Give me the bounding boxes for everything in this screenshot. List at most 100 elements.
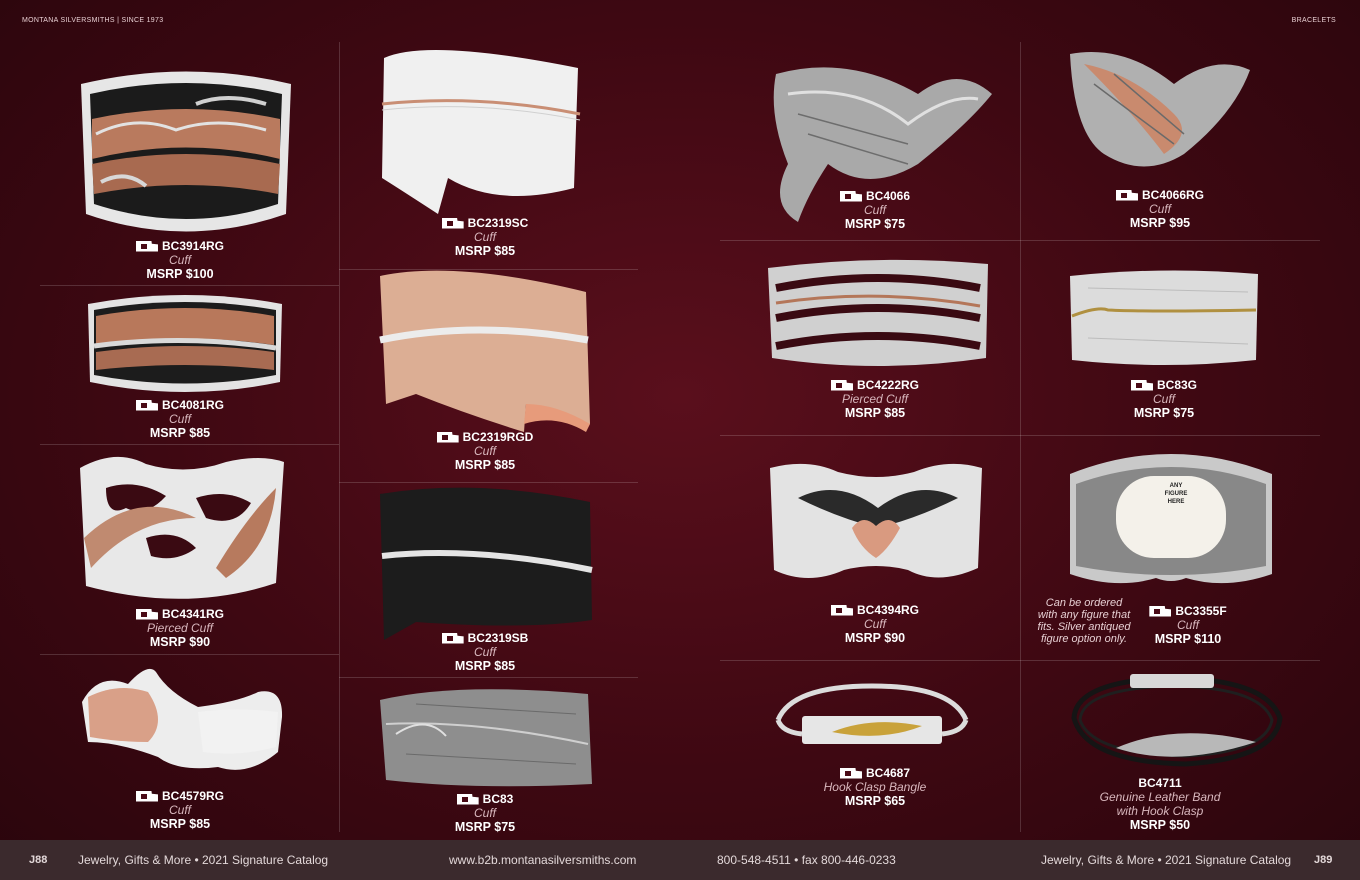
bracelet-image <box>376 480 594 642</box>
product-sku: BC2319SC <box>467 216 529 230</box>
montana-icon <box>441 217 464 229</box>
montana-icon <box>830 604 853 616</box>
product-type: Cuff <box>1176 618 1199 632</box>
montana-icon <box>456 793 479 805</box>
montana-icon <box>441 632 464 644</box>
product-type: Cuff <box>473 444 496 458</box>
bracelet-image <box>1064 44 1254 186</box>
product-sku: BC4222RG <box>856 378 920 392</box>
bracelet-image <box>76 448 288 606</box>
product-price: MSRP $100 <box>146 267 214 281</box>
catalog-title-left: Jewelry, Gifts & More • 2021 Signature C… <box>78 853 329 867</box>
product-type: Pierced Cuff <box>146 621 214 635</box>
montana-icon <box>839 190 862 202</box>
product-type: Cuff <box>168 253 191 267</box>
montana-icon <box>436 431 459 443</box>
product-type: Cuff <box>473 645 496 659</box>
montana-icon <box>135 608 158 620</box>
brand-header: MONTANA SILVERSMITHS | SINCE 1973 <box>22 17 164 24</box>
product-caption: BC4222RG Pierced Cuff MSRP $85 <box>785 378 965 420</box>
product-type: Hook Clasp Bangle <box>823 780 927 794</box>
product-sku: BC4579RG <box>161 789 225 803</box>
product-caption: BC3355F Cuff MSRP $110 <box>1098 604 1278 646</box>
product-caption: BC4066RG Cuff MSRP $95 <box>1070 188 1250 230</box>
product-sku: BC4394RG <box>856 603 920 617</box>
product-type: Cuff <box>1152 392 1175 406</box>
figure-text: ANY FIGURE HERE <box>1156 482 1196 506</box>
product-price: MSRP $75 <box>844 217 906 231</box>
product-type: Cuff <box>1148 202 1171 216</box>
section-header: BRACELETS <box>1291 17 1336 24</box>
divider <box>339 42 340 832</box>
product-note: Can be ordered with any figure that fits… <box>1028 597 1140 645</box>
montana-icon <box>839 767 862 779</box>
figure-text-line: ANY <box>1169 483 1183 489</box>
product-price: MSRP $85 <box>454 458 516 472</box>
product-price: MSRP $110 <box>1154 632 1222 646</box>
page-number-right: J89 <box>1314 854 1333 866</box>
divider <box>40 444 339 445</box>
product-price: MSRP $85 <box>844 406 906 420</box>
divider <box>720 660 1320 661</box>
montana-icon <box>1115 189 1138 201</box>
product-price: MSRP $65 <box>844 794 906 808</box>
divider <box>40 654 339 655</box>
product-caption: BC83G Cuff MSRP $75 <box>1074 378 1254 420</box>
product-sku: BC2319RGD <box>462 430 534 444</box>
divider <box>339 677 638 678</box>
product-sku: BC4081RG <box>161 398 225 412</box>
product-caption: BC83 Cuff MSRP $75 <box>395 792 575 834</box>
product-sku: BC4711 <box>1138 776 1182 790</box>
note-line: Can be ordered <box>1045 597 1123 609</box>
note-line: figure option only. <box>1040 633 1128 645</box>
product-caption: BC4066 Cuff MSRP $75 <box>785 189 965 231</box>
figure-text-line: HERE <box>1167 499 1185 505</box>
bracelet-image <box>1068 268 1260 368</box>
divider <box>339 482 638 483</box>
product-caption: BC2319SB Cuff MSRP $85 <box>395 631 575 673</box>
bracelet-image <box>376 684 594 794</box>
montana-icon <box>1149 605 1172 617</box>
page-number-left: J88 <box>29 854 48 866</box>
product-type: Cuff <box>168 803 191 817</box>
product-caption: BC3914RG Cuff MSRP $100 <box>90 239 270 281</box>
note-line: with any figure that <box>1037 609 1131 621</box>
montana-icon <box>1130 379 1153 391</box>
montana-icon <box>135 240 158 252</box>
product-price: MSRP $95 <box>1129 216 1191 230</box>
product-price: MSRP $85 <box>454 244 516 258</box>
product-caption: BC4394RG Cuff MSRP $90 <box>785 603 965 645</box>
product-type: Cuff <box>473 230 496 244</box>
bracelet-image <box>768 54 994 222</box>
product-sku: BC4341RG <box>161 607 225 621</box>
product-sku: BC83G <box>1156 378 1197 392</box>
product-caption: BC4341RG Pierced Cuff MSRP $90 <box>90 607 270 649</box>
website-link[interactable]: www.b2b.montanasilversmiths.com <box>449 853 637 867</box>
product-type: with Hook Clasp <box>1116 804 1204 818</box>
bracelet-image <box>772 680 972 762</box>
product-price: MSRP $90 <box>149 635 211 649</box>
product-sku: BC2319SB <box>467 631 529 645</box>
divider <box>1020 42 1021 832</box>
bracelet-image <box>76 64 296 239</box>
note-line: fits. Silver antiqued <box>1037 621 1131 633</box>
figure-text-line: FIGURE <box>1164 491 1188 497</box>
product-type: Cuff <box>863 617 886 631</box>
montana-icon <box>135 790 158 802</box>
bracelet-image <box>378 38 582 214</box>
catalog-title-right: Jewelry, Gifts & More • 2021 Signature C… <box>1041 853 1292 867</box>
product-price: MSRP $90 <box>844 631 906 645</box>
product-caption: BC4711 Genuine Leather Band with Hook Cl… <box>1070 776 1250 832</box>
product-price: MSRP $50 <box>1129 818 1191 832</box>
divider <box>339 269 638 270</box>
bracelet-image: ANY FIGURE HERE <box>1066 444 1276 590</box>
product-sku: BC4066RG <box>1141 188 1205 202</box>
divider <box>40 285 339 286</box>
product-caption: BC4081RG Cuff MSRP $85 <box>90 398 270 440</box>
page-footer: J88 Jewelry, Gifts & More • 2021 Signatu… <box>0 840 1360 880</box>
product-type: Cuff <box>863 203 886 217</box>
divider <box>720 240 1320 241</box>
bracelet-image <box>86 290 284 398</box>
montana-icon <box>830 379 853 391</box>
product-type: Pierced Cuff <box>841 392 909 406</box>
